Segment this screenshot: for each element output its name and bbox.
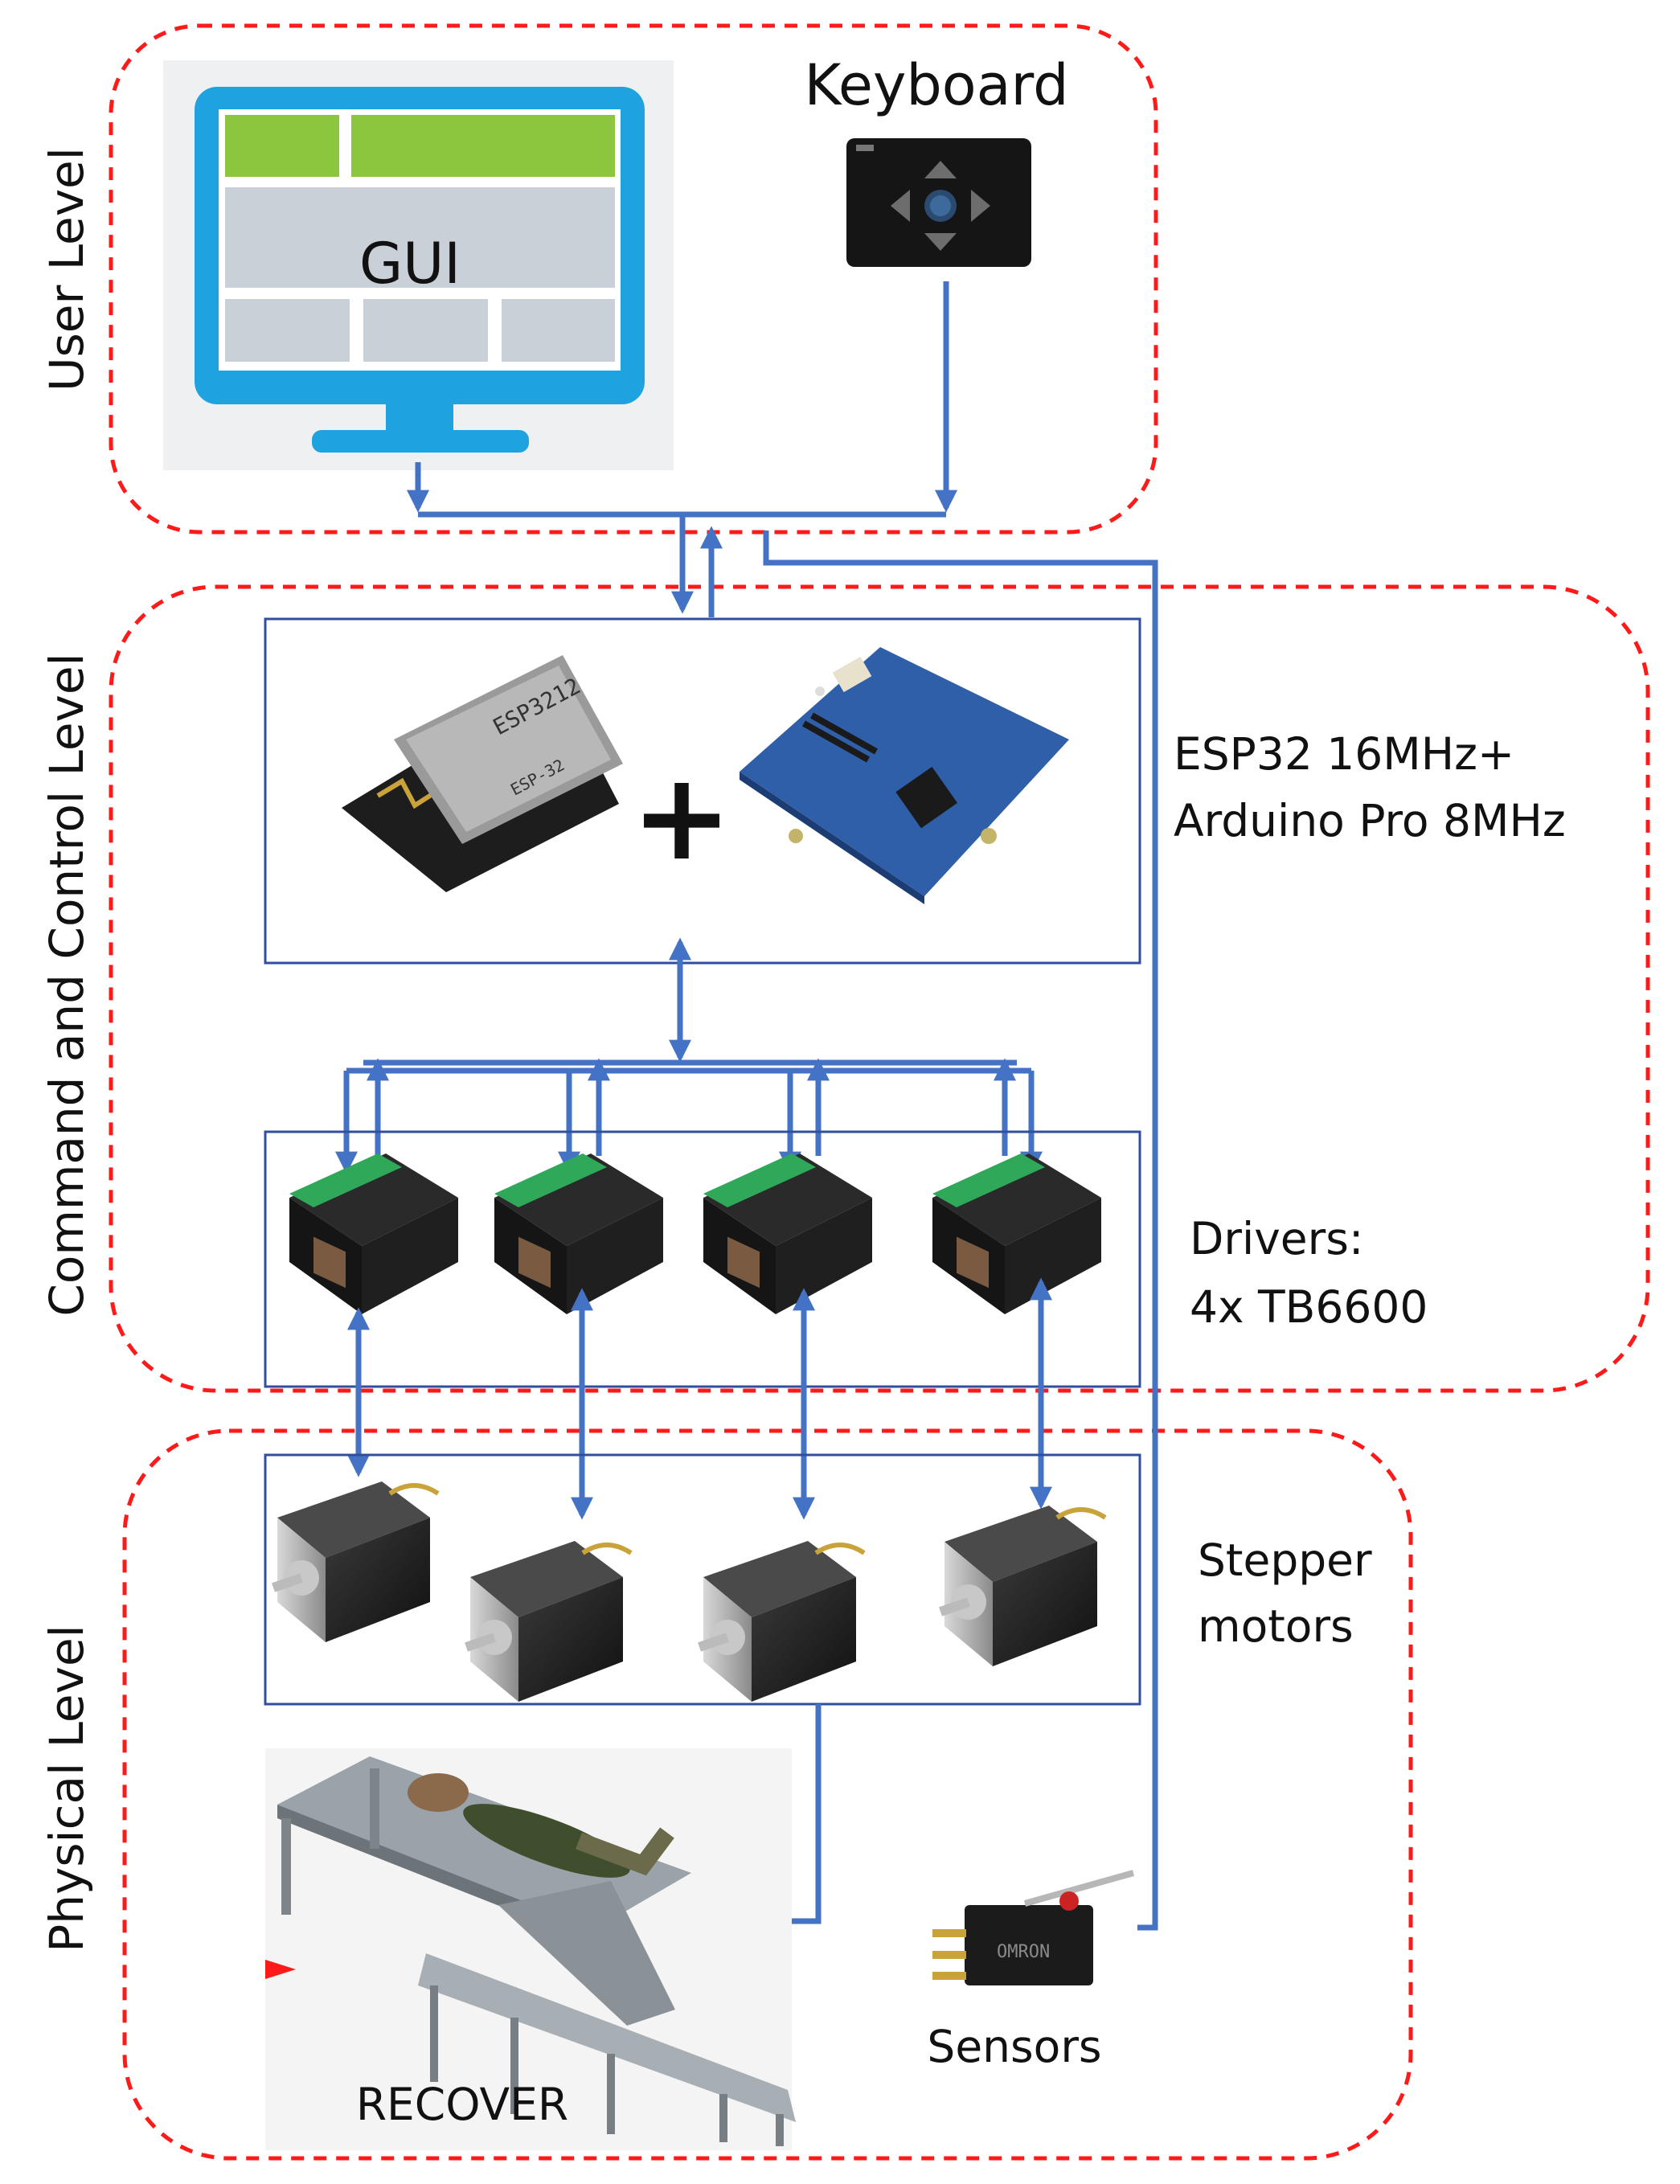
user-level-bus (407, 281, 1158, 1931)
motor-links (347, 1277, 1052, 1520)
driver-bus (335, 937, 1043, 1174)
drivers-caption-line2: 4x TB6600 (1190, 1281, 1428, 1333)
user-level-title: User Level (39, 147, 94, 391)
stepper-motor-icon (465, 1541, 633, 1702)
motors-caption-line2: motors (1198, 1600, 1354, 1652)
physical-level-zone (122, 1428, 1413, 2161)
drivers-box (264, 1130, 1141, 1388)
stepper-driver-icon (494, 1153, 663, 1314)
user-level-zone (109, 23, 1158, 535)
stepper-driver-icon (289, 1153, 458, 1314)
plus-sign: + (631, 748, 732, 887)
motors-caption-line1: Stepper (1198, 1535, 1372, 1586)
rehab-device-icon (265, 1748, 796, 2150)
stepper-motor-icon (272, 1481, 440, 1642)
monitor-icon (163, 60, 674, 470)
sensors-label: Sensors (927, 2021, 1101, 2072)
keypad-icon (846, 138, 1031, 267)
microswitch-icon: OMRON (932, 1870, 1135, 1985)
controller-caption-line1: ESP32 16MHz+ (1174, 728, 1514, 780)
controller-box (264, 617, 1141, 965)
stepper-motor-icon (939, 1506, 1107, 1666)
esp32-module-icon: ESP3212 ESP-32 (342, 655, 623, 892)
command-level-title: Command and Control Level (39, 653, 94, 1316)
stepper-driver-icon (932, 1153, 1101, 1314)
arduino-board-icon (740, 647, 1069, 904)
svg-text:OMRON: OMRON (997, 1942, 1050, 1962)
drivers-caption-line1: Drivers: (1190, 1213, 1363, 1264)
recover-label: RECOVER (356, 2079, 568, 2130)
stepper-motor-icon (698, 1541, 866, 1702)
command-level-zone (109, 584, 1650, 1393)
keyboard-label: Keyboard (804, 52, 1068, 118)
motors-box (264, 1453, 1141, 1706)
gui-label: GUI (359, 231, 461, 297)
stepper-driver-icon (703, 1153, 872, 1314)
controller-caption-line2: Arduino Pro 8MHz (1174, 795, 1566, 846)
physical-level-title: Physical Level (39, 1625, 94, 1952)
